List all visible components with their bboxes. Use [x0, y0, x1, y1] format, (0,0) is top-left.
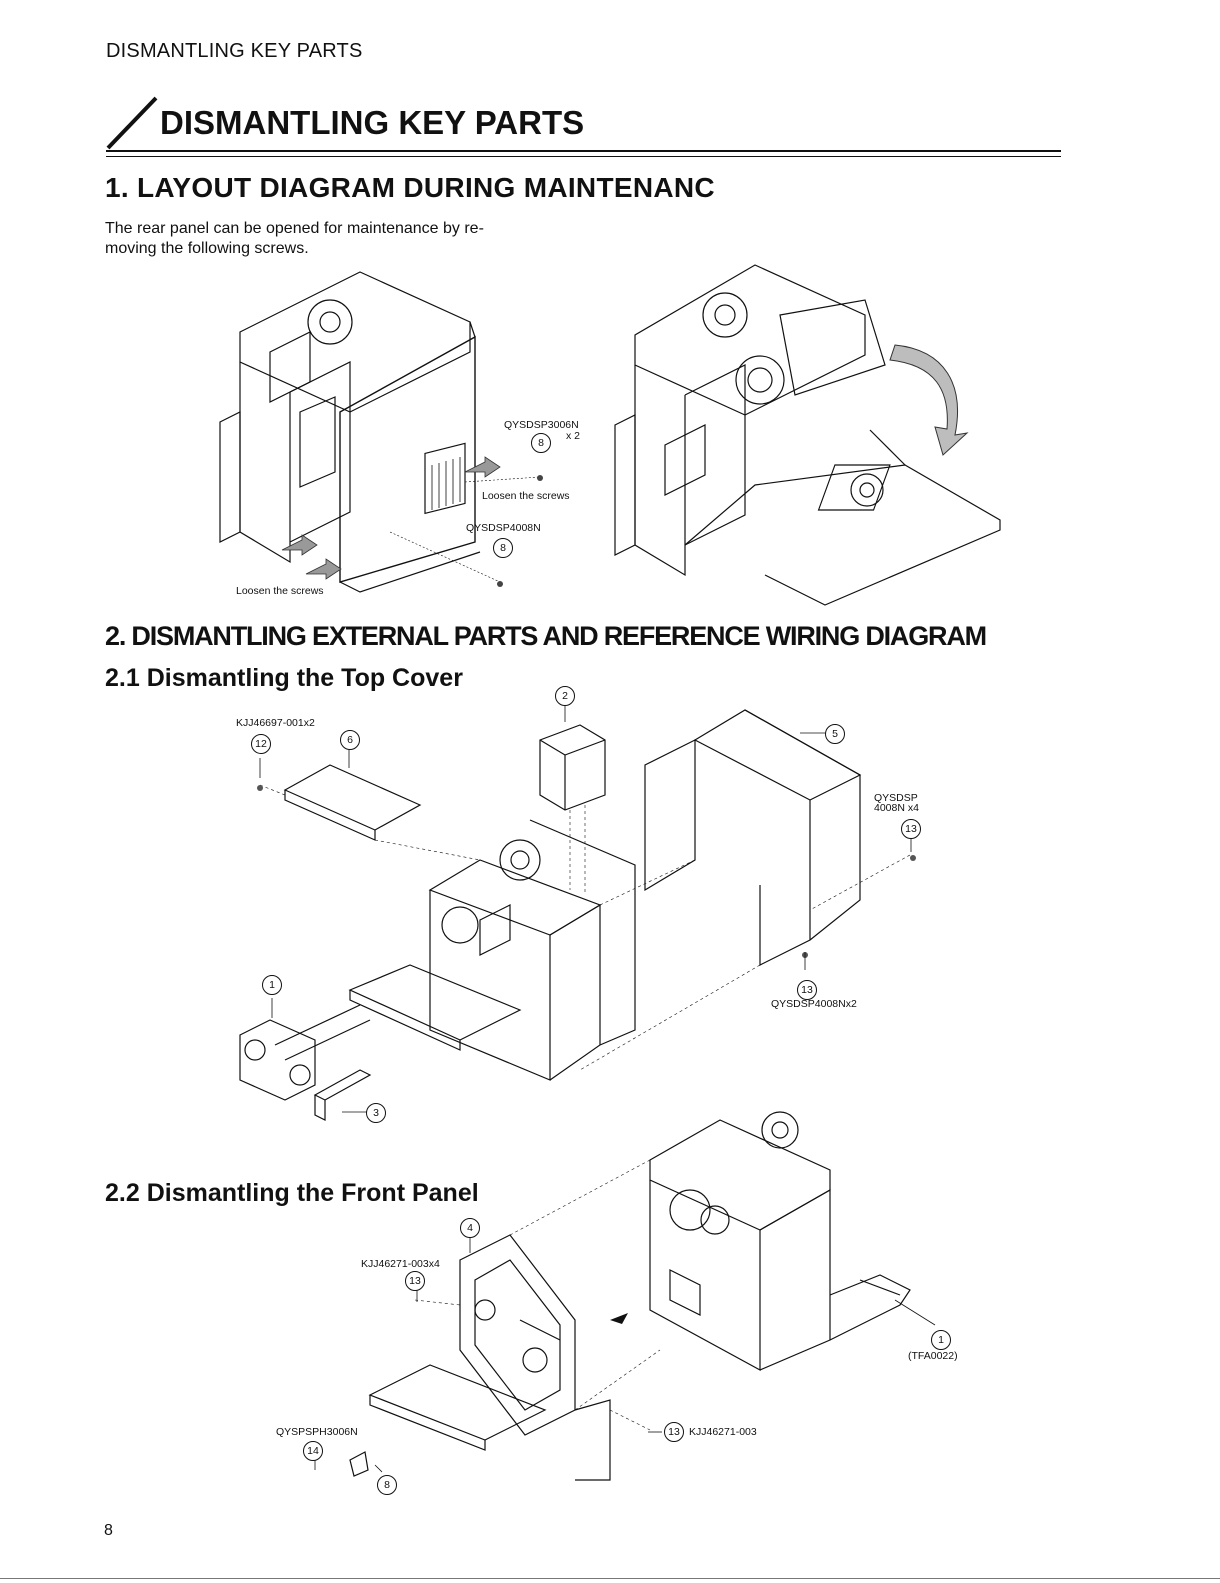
callout-12: 12: [251, 734, 271, 754]
section-1-text-line-2: moving the following screws.: [105, 240, 309, 257]
title-rule-thin: [106, 156, 1061, 157]
callout-3: 3: [366, 1103, 386, 1123]
bottom-edge-line: [0, 1578, 1220, 1579]
qysdsp4008nx2-label: QYSDSP4008Nx2: [771, 998, 857, 1010]
screw-a-callout-8: 8: [531, 433, 551, 453]
kjj46271-x4-label: KJJ46271-003x4: [361, 1258, 440, 1270]
section-2-1-heading: 2.1 Dismantling the Top Cover: [105, 664, 463, 692]
loosen-screws-right-note: Loosen the screws: [482, 490, 570, 502]
callout-13-bottom: 13: [797, 980, 817, 1000]
screw-a-qty-label: x 2: [566, 430, 581, 442]
callout-2: 2: [555, 686, 575, 706]
top-cover-exploded-diagram: [239, 705, 916, 1121]
callout-13-right: 13: [664, 1422, 684, 1442]
screw-a-part-label: QYSDSP3006N: [504, 419, 579, 431]
callout-1: 1: [262, 975, 282, 995]
section-2-heading: 2. DISMANTLING EXTERNAL PARTS AND REFERE…: [105, 621, 987, 651]
layout-diagram-closed: [219, 271, 543, 593]
screw-b-part-label: QYSDSP4008N: [466, 522, 541, 534]
kjj46271-single-label: KJJ46271-003: [689, 1426, 757, 1438]
screw-b-callout-8: 8: [493, 538, 513, 558]
qysdsp-label-line-1: QYSDSP: [874, 792, 918, 804]
qyspsph3006n-label: QYSPSPH3006N: [276, 1426, 358, 1438]
callout-5: 5: [825, 724, 845, 744]
callout-4: 4: [460, 1218, 480, 1238]
title-slash-mark: [106, 96, 158, 150]
page-title: DISMANTLING KEY PARTS: [160, 104, 585, 141]
kjj46697-label: KJJ46697-001x2: [236, 717, 315, 729]
section-2-2-heading: 2.2 Dismantling the Front Panel: [105, 1179, 479, 1207]
layout-diagram-opened: [614, 264, 1001, 606]
qysdsp-label-line-2: 4008N x4: [874, 802, 919, 814]
callout-13-left: 13: [405, 1271, 425, 1291]
front-panel-exploded-diagram: [314, 1111, 936, 1481]
tfa0022-label: (TFA0022): [908, 1350, 958, 1362]
section-1-text-line-1: The rear panel can be opened for mainten…: [105, 220, 484, 237]
callout-14: 14: [303, 1441, 323, 1461]
title-rule: [106, 150, 1061, 152]
running-header: DISMANTLING KEY PARTS: [106, 40, 363, 62]
page-number: 8: [104, 1522, 113, 1539]
callout-13-top: 13: [901, 819, 921, 839]
callout-8-gear: 8: [377, 1475, 397, 1495]
open-direction-arrow: [889, 344, 969, 456]
callout-6: 6: [340, 730, 360, 750]
section-1-heading: 1. LAYOUT DIAGRAM DURING MAINTENANC: [105, 172, 715, 203]
callout-1-motor: 1: [931, 1330, 951, 1350]
loosen-screws-left-note: Loosen the screws: [236, 585, 324, 597]
